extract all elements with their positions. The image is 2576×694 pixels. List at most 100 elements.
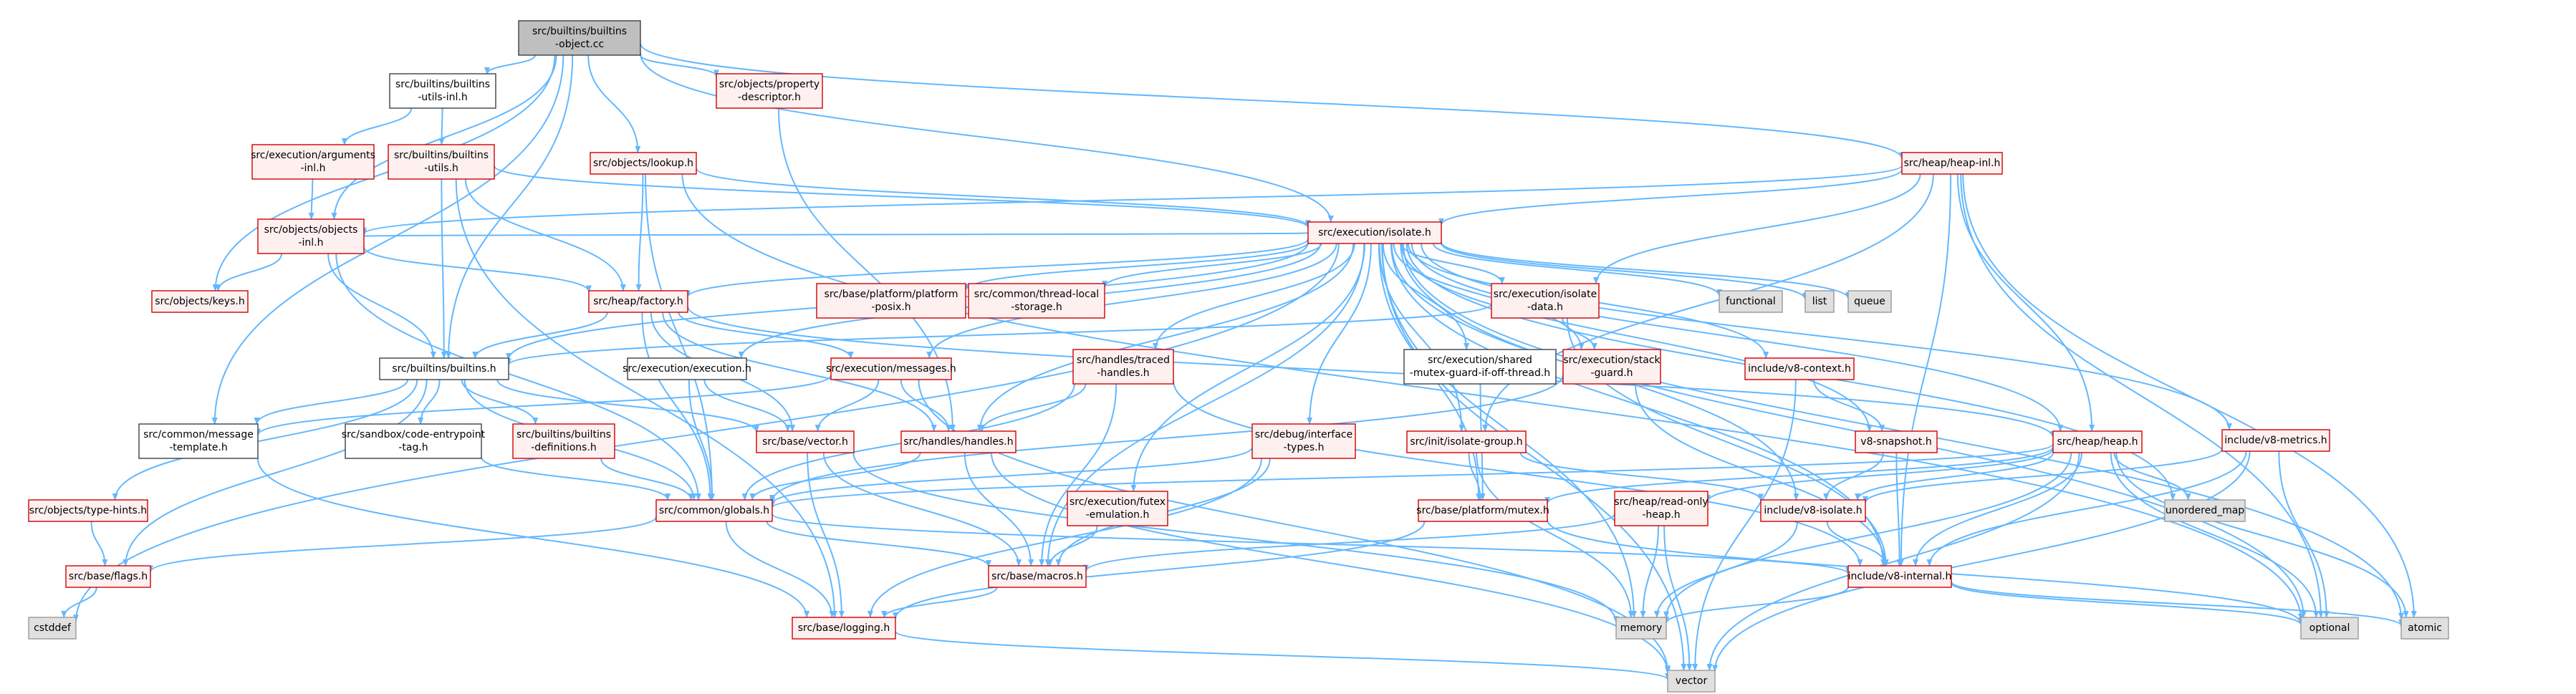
node-futex[interactable]: src/execution/futex-emulation.h	[1067, 491, 1168, 526]
node-label-shared-0: src/execution/shared	[1428, 355, 1532, 366]
edge-iso-to-macros	[1044, 243, 1365, 567]
node-pd[interactable]: src/objects/property-descriptor.h	[716, 73, 823, 109]
node-builtins[interactable]: src/builtins/builtins.h	[379, 357, 509, 380]
node-logging[interactable]: src/base/logging.h	[792, 617, 896, 640]
node-bdefs[interactable]: src/builtins/builtins-definitions.h	[512, 423, 615, 459]
node-label-builtins-0: src/builtins/builtins.h	[392, 363, 496, 375]
edge-rohp-to-memory	[1640, 525, 1659, 618]
node-v8metrics[interactable]: include/v8-metrics.h	[2221, 429, 2330, 452]
node-label-objinl-0: src/objects/objects	[264, 224, 358, 236]
edge-globals-to-flags	[148, 516, 657, 573]
node-label-root-0: src/builtins/builtins	[532, 26, 627, 37]
node-v8ctx[interactable]: include/v8-context.h	[1744, 357, 1855, 380]
node-vector_h[interactable]: src/base/vector.h	[756, 430, 855, 453]
node-bu[interactable]: src/builtins/builtins-utils.h	[388, 144, 495, 180]
edge-eai-to-objinl	[308, 178, 314, 220]
node-macros[interactable]: src/base/macros.h	[988, 565, 1087, 588]
edge-iso-to-vector	[1381, 243, 1687, 671]
node-heap[interactable]: src/heap/heap.h	[2052, 430, 2143, 453]
node-label-v8metrics-0: include/v8-metrics.h	[2224, 435, 2327, 446]
node-dbg[interactable]: src/debug/interface-types.h	[1251, 423, 1356, 459]
edge-v8ctx-to-vector	[1692, 379, 1797, 671]
node-label-bui-1: -utils-inl.h	[418, 92, 468, 103]
edge-iso-to-functional	[1433, 243, 1722, 297]
node-iso[interactable]: src/execution/isolate.h	[1307, 221, 1442, 244]
edge-globals-to-logging	[725, 521, 835, 618]
node-msgtpl[interactable]: src/common/message-template.h	[138, 423, 259, 459]
node-box-execution	[627, 357, 747, 380]
node-label-globals-0: src/common/globals.h	[659, 505, 769, 516]
edge-heapinl-to-v8int	[1898, 173, 1952, 567]
node-label-messages-0: src/execution/messages.h	[826, 363, 956, 375]
node-traced[interactable]: src/handles/traced-handles.h	[1072, 349, 1174, 385]
node-root[interactable]: src/builtins/builtins-object.cc	[518, 20, 641, 56]
node-handles[interactable]: src/handles/handles.h	[900, 430, 1017, 453]
node-mutex[interactable]: src/base/platform/mutex.h	[1416, 499, 1549, 522]
node-atomic: atomic	[2400, 617, 2449, 640]
node-v8int[interactable]: include/v8-internal.h	[1847, 565, 1952, 588]
node-isogroup[interactable]: src/init/isolate-group.h	[1406, 430, 1527, 453]
node-label-rohp-1: -heap.h	[1642, 509, 1680, 521]
node-shared[interactable]: src/execution/shared-mutex-guard-if-off-…	[1403, 349, 1557, 385]
node-v8snap[interactable]: v8-snapshot.h	[1855, 430, 1938, 453]
edge-iso-to-cstddef	[73, 243, 1340, 622]
node-eai[interactable]: src/execution/arguments-inl.h	[251, 144, 375, 180]
node-messages[interactable]: src/execution/messages.h	[826, 357, 956, 380]
edge-root-to-lookup	[587, 54, 641, 153]
node-isodata[interactable]: src/execution/isolate-data.h	[1491, 283, 1600, 319]
node-box-sandbox	[345, 423, 482, 459]
node-ppp[interactable]: src/base/platform/platform-posix.h	[816, 283, 966, 319]
node-label-msgtpl-1: -template.h	[169, 442, 228, 453]
edge-isodata-to-stackguard	[1562, 317, 1597, 350]
edge-v8metrics-to-v8int	[1926, 450, 2247, 567]
node-sandbox[interactable]: src/sandbox/code-entrypoint-tag.h	[342, 423, 486, 459]
node-globals[interactable]: src/common/globals.h	[655, 499, 773, 522]
edge-iso-to-heap	[1410, 243, 2064, 432]
node-label-bu-0: src/builtins/builtins	[394, 150, 489, 161]
edge-iso-to-v8metrics	[1421, 243, 2232, 430]
node-box-iso	[1307, 221, 1442, 244]
node-typehints[interactable]: src/objects/type-hints.h	[28, 499, 148, 522]
edge-v8metrics-to-vector	[1712, 450, 2251, 673]
node-heapinl[interactable]: src/heap/heap-inl.h	[1901, 152, 2003, 175]
edge-traced-to-macros	[1039, 383, 1118, 567]
edge-stackguard-to-v8int	[1634, 383, 1888, 567]
node-box-lookup	[590, 152, 697, 175]
node-v8iso[interactable]: include/v8-isolate.h	[1760, 499, 1866, 522]
node-box-cstddef	[28, 617, 77, 640]
node-flags[interactable]: src/base/flags.h	[65, 565, 151, 588]
node-rohp[interactable]: src/heap/read-only-heap.h	[1614, 491, 1708, 526]
edge-v8iso-to-v8int	[1826, 521, 1889, 567]
node-label-sandbox-1: -tag.h	[398, 442, 428, 453]
edge-handles-to-macros	[963, 452, 1034, 567]
node-box-bdefs	[512, 423, 615, 459]
node-bui[interactable]: src/builtins/builtins-utils-inl.h	[389, 73, 496, 109]
edge-messages-to-vector	[918, 379, 1671, 673]
node-tls[interactable]: src/common/thread-local-storage.h	[968, 283, 1105, 319]
node-objinl[interactable]: src/objects/objects-inl.h	[257, 218, 365, 254]
node-label-pd-0: src/objects/property	[719, 79, 820, 90]
node-label-logging-0: src/base/logging.h	[798, 622, 890, 634]
node-execution[interactable]: src/execution/execution.h	[623, 357, 751, 380]
node-label-isodata-0: src/execution/isolate	[1494, 289, 1597, 300]
edge-handles-to-globals	[749, 452, 921, 501]
node-label-bdefs-0: src/builtins/builtins	[516, 429, 611, 440]
node-label-execution-0: src/execution/execution.h	[623, 363, 751, 375]
edge-v8snap-to-v8iso	[1823, 452, 1884, 501]
edge-v8iso-to-memory	[1653, 521, 1799, 618]
node-lookup[interactable]: src/objects/lookup.h	[590, 152, 697, 175]
node-keys[interactable]: src/objects/keys.h	[151, 290, 249, 313]
edge-isogroup-to-v8iso	[1519, 452, 1764, 501]
node-umap: unordered_map	[2164, 499, 2246, 522]
node-box-umap	[2164, 499, 2246, 522]
edge-heap-to-memory	[1663, 452, 2072, 619]
edge-factory-to-heap	[687, 306, 2056, 439]
node-label-dbg-0: src/debug/interface	[1255, 429, 1352, 440]
edge-iso-to-ppp	[963, 241, 1309, 291]
node-box-builtins	[379, 357, 509, 380]
node-functional: functional	[1719, 290, 1783, 313]
node-box-logging	[792, 617, 896, 640]
node-factory[interactable]: src/heap/factory.h	[588, 290, 688, 313]
node-stackguard[interactable]: src/execution/stack-guard.h	[1562, 349, 1661, 385]
node-label-eai-1: -inl.h	[300, 163, 325, 174]
